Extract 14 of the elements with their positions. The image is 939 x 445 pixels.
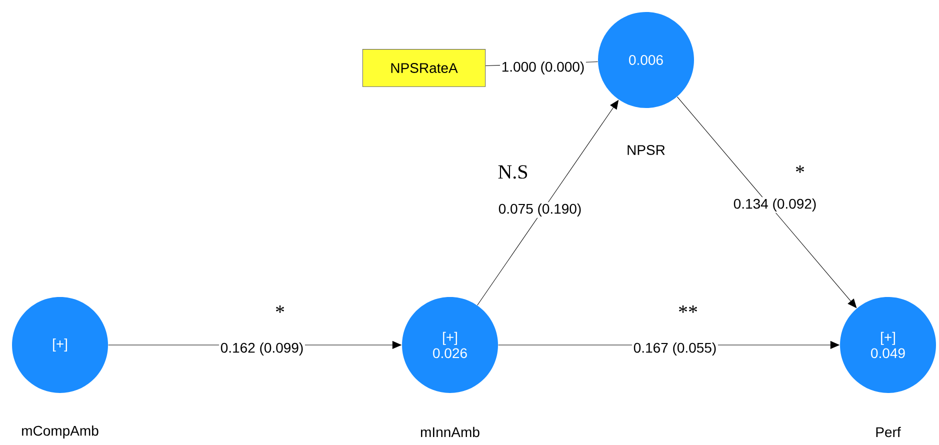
- indicator-box: NPSRateA: [362, 49, 486, 87]
- node-label: NPSR: [628, 145, 665, 155]
- significance-label: **: [678, 305, 698, 313]
- significance-label: *: [276, 305, 284, 313]
- node-label: mCompAmb: [22, 425, 98, 439]
- edge-label: 0.134 (0.092): [732, 197, 818, 213]
- node-label: mInnAmb: [420, 426, 480, 438]
- node-label: Perf: [876, 426, 901, 438]
- edge-label: 0.162 (0.099): [219, 341, 305, 357]
- edge-label: 0.167 (0.055): [632, 341, 718, 357]
- significance-label: N.S: [498, 165, 528, 179]
- edge-label: 1.000 (0.000): [500, 60, 586, 76]
- edge-label: 0.075 (0.190): [497, 202, 583, 218]
- significance-label: *: [796, 165, 804, 173]
